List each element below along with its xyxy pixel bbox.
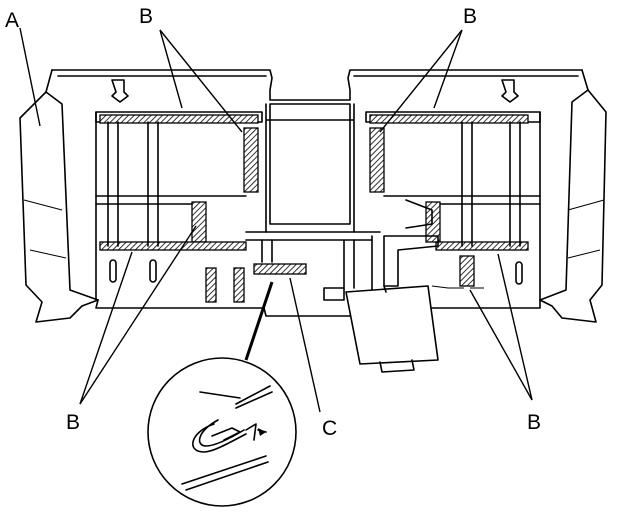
leader-b-bottom-left-1 (79, 251, 133, 405)
leader-b-bottom-right-2 (497, 253, 533, 401)
top-pins (111, 79, 519, 103)
callout-b-top-left: B (139, 5, 154, 28)
flap (323, 285, 484, 373)
callout-a: A (5, 9, 20, 32)
seal-strip-center-right (369, 127, 385, 193)
seal-strip-mid-right (425, 201, 441, 243)
internal-frame (95, 103, 541, 291)
leader-b-bottom-left-2 (79, 225, 197, 405)
seal-strip-c (253, 263, 307, 275)
leader-lines (19, 27, 533, 413)
leader-b-top-left-1 (159, 29, 183, 109)
pin-left (111, 79, 129, 103)
pin-right (501, 79, 519, 103)
callout-b-top-right: B (463, 5, 478, 28)
leader-c (289, 277, 321, 413)
seal-strip-bottom-right (435, 241, 529, 251)
leader-b-top-left-2 (159, 29, 243, 133)
seal-strips (99, 114, 529, 303)
seal-strip-center-left (243, 127, 259, 193)
seal-strip-mid-left (191, 201, 207, 243)
seal-strip-lower-right (459, 255, 475, 287)
callout-b-bottom-left: B (66, 411, 81, 434)
leader-b-bottom-right-1 (469, 289, 533, 401)
seal-strip-bottom-left (99, 241, 247, 251)
seal-strip-top-left (99, 114, 259, 124)
bottom-slots (109, 259, 523, 285)
callout-c: C (322, 417, 338, 440)
leader-b-top-right-2 (433, 29, 463, 109)
seal-strip-top-right (369, 114, 529, 124)
housing-outline (19, 69, 607, 323)
leader-detail (244, 281, 274, 361)
seal-clip-right (233, 267, 245, 303)
callout-b-bottom-right: B (527, 411, 542, 434)
seal-clip-left (205, 267, 217, 303)
leader-a (19, 27, 41, 127)
detail-inset (147, 357, 297, 507)
leader-b-top-right-1 (379, 29, 463, 133)
